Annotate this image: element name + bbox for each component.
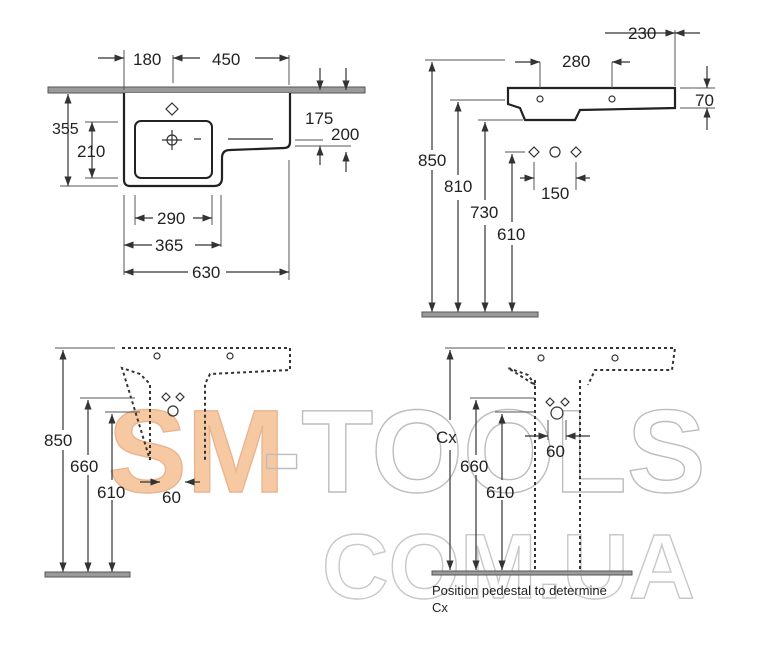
floor-line bbox=[431, 570, 633, 576]
front-view-pedestal: 850 660 610 60 bbox=[44, 347, 291, 578]
tap-hole-icon bbox=[165, 102, 179, 116]
dim-730: 730 bbox=[470, 203, 498, 222]
dim-355: 355 bbox=[52, 121, 79, 138]
dim-280: 280 bbox=[562, 52, 590, 71]
watermark-rest: -TOOLS bbox=[262, 386, 706, 518]
dim-230: 230 bbox=[628, 24, 656, 43]
dim-70: 70 bbox=[695, 91, 714, 110]
dim-290: 290 bbox=[157, 209, 185, 228]
dim-660: 660 bbox=[460, 457, 488, 476]
floor-line bbox=[44, 571, 131, 578]
plan-view: 180 450 355 210 175 200 290 365 630 bbox=[47, 50, 366, 282]
dim-850: 850 bbox=[418, 151, 446, 170]
drain-icon bbox=[162, 130, 182, 150]
valve-icon bbox=[570, 146, 582, 158]
basin-profile bbox=[506, 86, 677, 122]
dim-365: 365 bbox=[155, 236, 183, 255]
note-line-2: Cx bbox=[432, 600, 448, 615]
dim-200: 200 bbox=[331, 125, 359, 144]
side-view: 280 230 70 850 810 730 610 150 bbox=[418, 24, 715, 318]
dim-150: 150 bbox=[541, 184, 569, 203]
dim-60: 60 bbox=[162, 488, 181, 507]
bowl-outline bbox=[134, 120, 213, 179]
dim-810: 810 bbox=[444, 177, 472, 196]
dim-450: 450 bbox=[212, 50, 240, 69]
dim-cx: Cx bbox=[436, 428, 457, 447]
dim-610: 610 bbox=[497, 225, 525, 244]
dim-180: 180 bbox=[133, 50, 161, 69]
dim-210: 210 bbox=[77, 142, 105, 161]
watermark: SM -TOOLS COM.UA bbox=[107, 385, 706, 618]
wall-line bbox=[47, 86, 366, 94]
dim-660: 660 bbox=[70, 457, 98, 476]
waste-pipe-icon bbox=[549, 146, 561, 158]
dim-175: 175 bbox=[305, 109, 333, 128]
dim-610: 610 bbox=[97, 483, 125, 502]
basin-pedestal-outline bbox=[120, 347, 291, 461]
dim-610: 610 bbox=[486, 483, 514, 502]
front-view-positioning: Cx 660 610 60 Position pedestal to deter… bbox=[431, 347, 677, 615]
watermark-domain: COM.UA bbox=[322, 516, 695, 618]
watermark-accent: SM bbox=[108, 386, 285, 518]
valve-icon bbox=[528, 146, 540, 158]
dim-850: 850 bbox=[44, 431, 72, 450]
note-line-1: Position pedestal to determine bbox=[432, 583, 607, 598]
floor-line bbox=[421, 311, 539, 318]
dim-60: 60 bbox=[546, 442, 565, 461]
dim-630: 630 bbox=[192, 263, 220, 282]
